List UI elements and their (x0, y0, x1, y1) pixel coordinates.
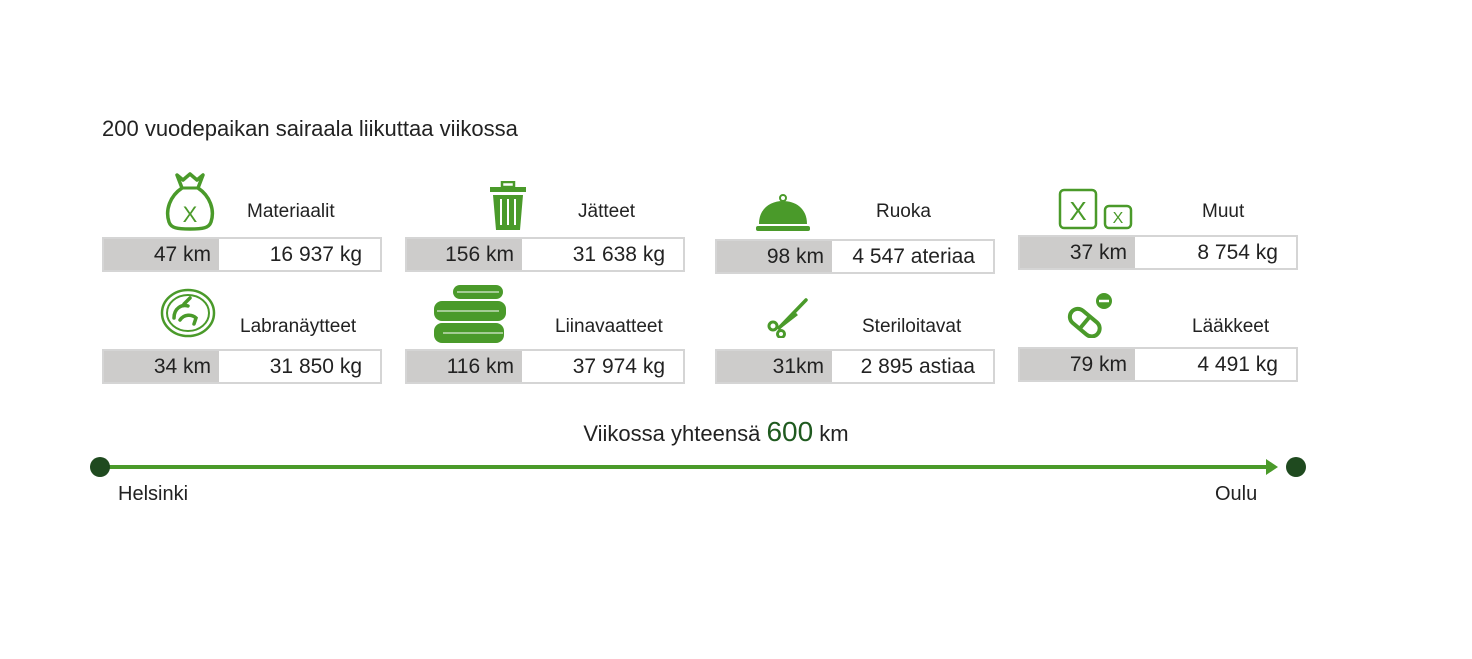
cloche-icon (756, 194, 810, 231)
label: Jätteet (578, 201, 636, 222)
start-dot (90, 457, 110, 477)
petri-dish-icon (160, 288, 216, 338)
stat-box: 79 km 4 491 kg (1018, 347, 1298, 382)
total-label: Viikossa yhteensä (583, 421, 761, 446)
card-liinavaatteet: Liinavaatteet 116 km 37 974 kg (405, 282, 685, 422)
svg-text:X: X (183, 202, 198, 227)
pills-icon (1067, 293, 1112, 338)
linen-stack-icon (434, 285, 506, 343)
end-city: Oulu (1215, 483, 1258, 505)
stat-box: 37 km 8 754 kg (1018, 235, 1298, 270)
card-ruoka: Ruoka 98 km 4 547 ateriaa (715, 172, 995, 312)
stat-box: 31km 2 895 astiaa (715, 349, 995, 384)
page-title: 200 vuodepaikan sairaala liikuttaa viiko… (102, 116, 518, 141)
distance: 47 km (104, 239, 219, 270)
total-unit: km (819, 421, 849, 446)
svg-text:X: X (1113, 210, 1124, 227)
card-jatteet: Jätteet 156 km 31 638 kg (405, 170, 685, 310)
route-line (100, 465, 1270, 469)
boxes-icon: X X (1058, 188, 1133, 230)
start-city: Helsinki (118, 483, 189, 505)
distance: 98 km (717, 241, 832, 272)
stat-box: 34 km 31 850 kg (102, 349, 382, 384)
label: Muut (1202, 201, 1245, 222)
stat-box: 156 km 31 638 kg (405, 237, 685, 272)
label: Labranäytteet (240, 316, 357, 337)
amount: 4 491 kg (1197, 353, 1278, 376)
distance: 37 km (1020, 237, 1135, 268)
distance: 116 km (407, 351, 522, 382)
amount: 31 850 kg (269, 355, 362, 378)
card-steriloitavat: Steriloitavat 31km 2 895 astiaa (715, 282, 995, 422)
total-value: 600 (766, 416, 814, 447)
card-labranaytteet: Labranäytteet 34 km 31 850 kg (102, 282, 382, 422)
scissors-icon (767, 298, 808, 338)
stat-box: 47 km 16 937 kg (102, 237, 382, 272)
sack-icon: X (165, 172, 215, 231)
card-materiaalit: X Materiaalit 47 km 16 937 kg (102, 170, 382, 310)
stat-box: 98 km 4 547 ateriaa (715, 239, 995, 274)
amount: 8 754 kg (1197, 241, 1278, 264)
amount: 31 638 kg (572, 243, 665, 266)
label: Ruoka (876, 201, 931, 222)
card-muut: X X Muut 37 km 8 754 kg (1018, 168, 1298, 308)
card-laakkeet: Lääkkeet 79 km 4 491 kg (1018, 280, 1298, 420)
amount: 37 974 kg (572, 355, 665, 378)
label: Materiaalit (247, 201, 335, 222)
label: Liinavaatteet (555, 316, 663, 337)
end-dot (1286, 457, 1306, 477)
stat-box: 116 km 37 974 kg (405, 349, 685, 384)
distance: 79 km (1020, 349, 1135, 380)
arrow-icon (1266, 459, 1278, 475)
amount: 4 547 ateriaa (852, 245, 975, 268)
amount: 16 937 kg (269, 243, 362, 266)
distance: 156 km (407, 239, 522, 270)
distance: 34 km (104, 351, 219, 382)
trash-icon (490, 181, 526, 230)
weekly-total: Viikossa yhteensä 600 km (0, 416, 1432, 448)
svg-text:X: X (1069, 196, 1086, 226)
label: Lääkkeet (1192, 316, 1270, 337)
label: Steriloitavat (862, 316, 962, 337)
amount: 2 895 astiaa (860, 355, 975, 378)
distance: 31km (717, 351, 832, 382)
